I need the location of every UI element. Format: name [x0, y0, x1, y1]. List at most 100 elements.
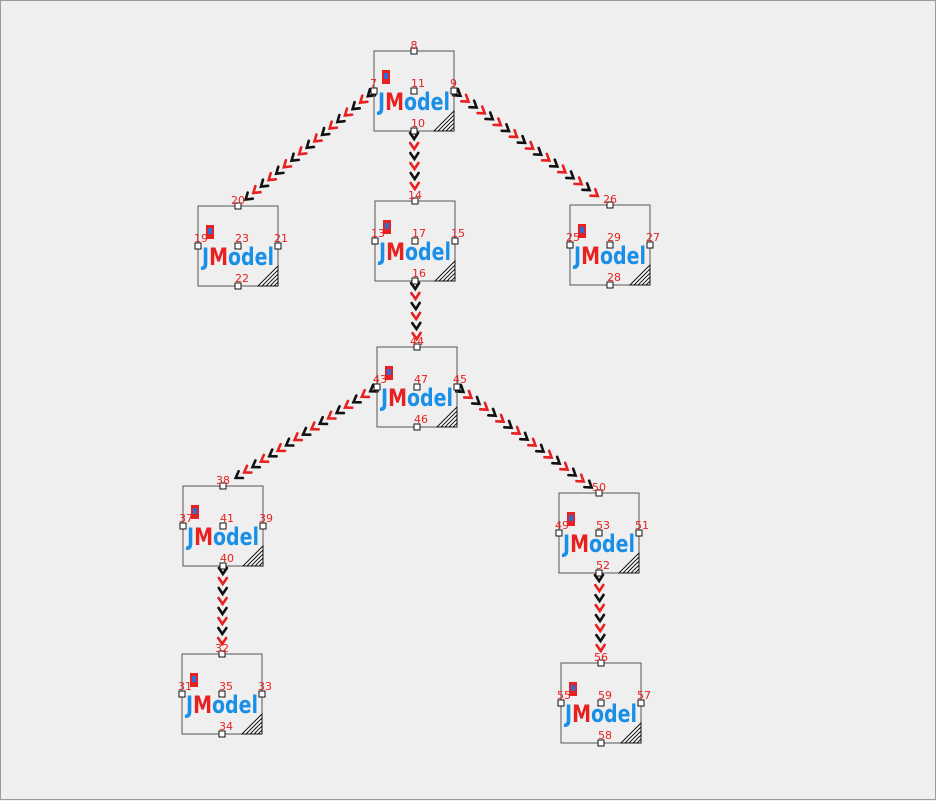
port-right[interactable]	[451, 237, 459, 245]
link-chevron	[556, 164, 568, 174]
resize-handle-stripe	[628, 730, 642, 744]
resize-handle-icon[interactable]	[617, 551, 640, 574]
port-top[interactable]	[606, 201, 614, 209]
resize-handle-stripe	[446, 272, 456, 282]
resize-handle-triangle	[628, 263, 651, 286]
port-top[interactable]	[219, 482, 227, 490]
port-bottom[interactable]	[411, 277, 419, 285]
port-center[interactable]	[234, 242, 242, 250]
port-right[interactable]	[635, 529, 643, 537]
port-label-right: 21	[274, 232, 288, 245]
logo-letter-j: J	[572, 242, 581, 270]
port-bottom[interactable]	[218, 730, 226, 738]
resize-handle-stripe	[641, 276, 651, 286]
port-label-bottom: 40	[220, 552, 234, 565]
resize-handle-triangle	[241, 544, 264, 567]
resize-handle-icon[interactable]	[241, 544, 264, 567]
link-chevron	[508, 128, 519, 139]
link-arrow[interactable]	[233, 383, 379, 482]
port-left[interactable]	[371, 237, 379, 245]
link-chevron	[595, 643, 606, 654]
port-center[interactable]	[219, 522, 227, 530]
link-chevron	[487, 407, 498, 418]
port-right[interactable]	[259, 522, 267, 530]
jmodel-logo-icon: JModel	[563, 682, 637, 728]
resize-handle-icon[interactable]	[432, 109, 455, 132]
port-left[interactable]	[194, 242, 202, 250]
resize-handle-icon[interactable]	[240, 712, 263, 735]
port-center[interactable]	[595, 529, 603, 537]
port-center[interactable]	[597, 699, 605, 707]
port-label-top: 26	[603, 193, 617, 206]
link-chevron	[250, 459, 262, 469]
logo-badge-blue	[192, 676, 196, 682]
port-top[interactable]	[595, 489, 603, 497]
resize-handle-icon[interactable]	[619, 721, 642, 744]
port-center[interactable]	[410, 87, 418, 95]
link-arrow[interactable]	[243, 87, 377, 202]
port-top[interactable]	[597, 659, 605, 667]
link-arrow[interactable]	[454, 383, 594, 491]
port-left[interactable]	[555, 529, 563, 537]
port-right[interactable]	[274, 242, 282, 250]
link-arrow[interactable]	[408, 131, 421, 192]
resize-handle-icon[interactable]	[433, 259, 456, 282]
port-center[interactable]	[413, 383, 421, 391]
port-right[interactable]	[450, 87, 458, 95]
port-bottom[interactable]	[219, 562, 227, 570]
resize-handle-icon[interactable]	[256, 264, 279, 287]
logo-text: JModel	[563, 700, 637, 728]
link-chevron	[350, 100, 362, 111]
port-right[interactable]	[453, 383, 461, 391]
link-arrow[interactable]	[409, 281, 422, 342]
port-center[interactable]	[411, 237, 419, 245]
link-arrow[interactable]	[216, 566, 229, 647]
port-left[interactable]	[373, 383, 381, 391]
port-left[interactable]	[557, 699, 565, 707]
link-arrow[interactable]	[593, 573, 606, 654]
link-chevron	[460, 93, 471, 103]
link-chevron	[274, 165, 285, 176]
port-top[interactable]	[411, 197, 419, 205]
resize-handle-stripe	[450, 276, 456, 282]
port-right[interactable]	[646, 241, 654, 249]
port-bottom[interactable]	[595, 569, 603, 577]
resize-handle-stripe	[449, 126, 455, 132]
resize-handle-icon[interactable]	[435, 405, 458, 428]
jmodel-logo-icon: JModel	[200, 225, 274, 271]
resize-handle-triangle	[435, 405, 458, 428]
port-bottom[interactable]	[410, 127, 418, 135]
port-left[interactable]	[566, 241, 574, 249]
port-center[interactable]	[218, 690, 226, 698]
port-top[interactable]	[218, 650, 226, 658]
resize-handle-icon[interactable]	[628, 263, 651, 286]
port-top[interactable]	[413, 343, 421, 351]
port-bottom[interactable]	[234, 282, 242, 290]
port-bottom[interactable]	[597, 739, 605, 747]
port-bottom[interactable]	[413, 423, 421, 431]
port-center[interactable]	[606, 241, 614, 249]
link-chevron	[548, 158, 560, 168]
jmodel-logo-icon: JModel	[377, 220, 451, 266]
port-left[interactable]	[179, 522, 187, 530]
port-label-center: 17	[412, 227, 426, 240]
port-right[interactable]	[258, 690, 266, 698]
port-bottom[interactable]	[606, 281, 614, 289]
port-top[interactable]	[410, 47, 418, 55]
port-right[interactable]	[637, 699, 645, 707]
port-top[interactable]	[234, 202, 242, 210]
port-left[interactable]	[178, 690, 186, 698]
link-arrow[interactable]	[451, 87, 600, 199]
port-left[interactable]	[370, 87, 378, 95]
